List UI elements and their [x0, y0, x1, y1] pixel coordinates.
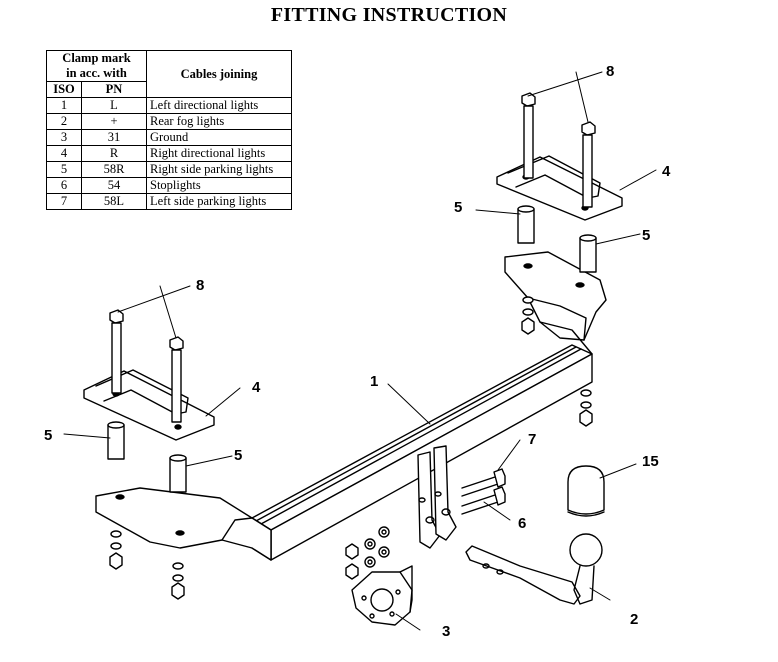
clamp-mark-header: Clamp mark in acc. with — [46, 50, 147, 82]
socket-plate — [351, 565, 413, 626]
mount-bolts — [461, 468, 506, 515]
right-nuts — [521, 296, 593, 427]
callout-8-left: 8 — [196, 277, 204, 294]
callout-4-left: 4 — [252, 379, 261, 396]
callout-5-left-b: 5 — [234, 447, 242, 464]
left-bracket — [95, 487, 272, 561]
table-subheader-row: ISO PN — [46, 81, 292, 98]
left-nuts — [109, 530, 185, 600]
callout-5-right-low: 5 — [642, 227, 650, 244]
page-title: FITTING INSTRUCTION — [270, 4, 508, 26]
callout-6: 6 — [518, 515, 526, 532]
callout-leaders — [63, 71, 657, 631]
callout-5-left-a: 5 — [44, 427, 52, 444]
callout-15: 15 — [642, 453, 659, 470]
callout-1: 1 — [370, 373, 378, 390]
right-plate — [496, 155, 623, 221]
centre-nuts — [345, 526, 390, 580]
cables-table: Clamp mark in acc. with Cables joining I… — [46, 50, 292, 210]
iso-cell: 7 — [46, 193, 82, 210]
ball-cover — [567, 465, 605, 517]
right-bolts — [521, 92, 596, 208]
callout-7: 7 — [528, 431, 536, 448]
pn-header: PN — [81, 81, 147, 98]
clamp-header-line1: Clamp mark — [62, 51, 131, 65]
cable-cell: Right directional lights — [146, 145, 292, 162]
left-spacers — [107, 421, 187, 493]
clamp-header-line2: in acc. with — [66, 66, 127, 80]
cable-cell: Rear fog lights — [146, 113, 292, 130]
cable-cell: Left side parking lights — [146, 193, 292, 210]
callout-8-top: 8 — [606, 63, 614, 80]
callout-3: 3 — [442, 623, 450, 640]
table-row: 2+Rear fog lights — [46, 113, 292, 130]
cable-cell: Right side parking lights — [146, 161, 292, 178]
callout-labels: 1 2 3 4 4 5 5 5 5 6 7 8 8 15 — [44, 63, 671, 640]
callout-4-right: 4 — [662, 163, 671, 180]
tow-ball-arm — [465, 533, 603, 605]
right-spacers — [517, 205, 597, 273]
pn-cell: 58R — [81, 161, 147, 178]
callout-2: 2 — [630, 611, 638, 628]
centre-mount-plates — [417, 445, 457, 549]
left-bolts — [109, 309, 184, 423]
left-plate — [83, 369, 215, 441]
callout-5-right-top: 5 — [454, 199, 462, 216]
